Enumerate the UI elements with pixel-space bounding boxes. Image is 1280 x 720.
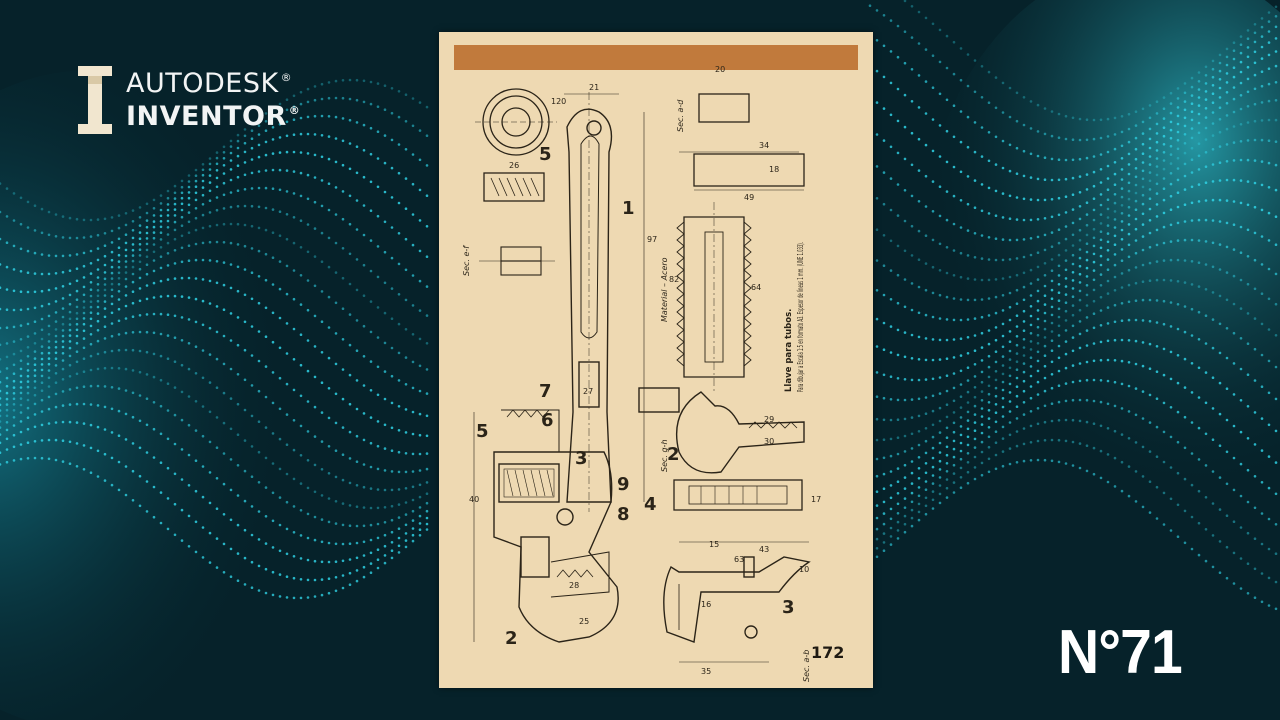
technical-drawing-sheet: 1 5 7 6 5 3 9 8 2 4 3 2 120 21 26 97 82 …: [439, 32, 873, 688]
section-label-g-h: Sec. g-h: [660, 439, 669, 472]
dim-29: 29: [764, 415, 774, 424]
part-label-9: 9: [617, 474, 630, 495]
episode-number: N°71: [1058, 618, 1183, 687]
inventor-i-icon: [78, 66, 112, 134]
part-label-8: 8: [617, 504, 630, 525]
part-label-1: 1: [622, 198, 635, 219]
section-label-a-b: Sec. a-b: [802, 650, 811, 682]
registered-mark: ®: [280, 71, 293, 84]
dim-17: 17: [811, 495, 821, 504]
part-label-5b: 5: [476, 421, 489, 442]
dim-34: 34: [759, 141, 769, 150]
dim-27: 27: [583, 387, 593, 396]
jaw-assembly: [493, 409, 619, 643]
description-title: Llave para tubos.: [784, 309, 794, 392]
dim-35: 35: [701, 667, 711, 676]
part-label-3: 3: [575, 448, 588, 469]
part-label-6: 6: [541, 410, 554, 431]
brand-inventor: INVENTOR: [126, 101, 287, 132]
material-label: Material – Acero: [660, 257, 669, 322]
part-label-2b: 2: [505, 628, 518, 649]
dim-20: 20: [715, 65, 725, 74]
part-label-3b: 3: [782, 597, 795, 618]
dim-64: 64: [751, 283, 761, 292]
dim-40: 40: [469, 495, 479, 504]
nut-part: [673, 479, 803, 511]
dotted-wave-pattern: [0, 0, 1278, 611]
dim-25: 25: [579, 617, 589, 626]
brand-autodesk: AUTODESK: [126, 68, 279, 99]
hook-jaw-part: [638, 387, 805, 474]
dim-63: 63: [734, 555, 744, 564]
page-number: 172: [811, 643, 844, 662]
dim-49: 49: [744, 193, 754, 202]
part-label-5: 5: [539, 144, 552, 165]
pipe-wrench-drawing: 1 5 7 6 5 3 9 8 2 4 3 2 120 21 26 97 82 …: [462, 65, 844, 682]
dim-21: 21: [589, 83, 599, 92]
dim-82: 82: [669, 275, 679, 284]
washer-part: [475, 88, 557, 202]
dim-28: 28: [569, 581, 579, 590]
part-label-7: 7: [539, 381, 552, 402]
autodesk-inventor-logo: AUTODESK® INVENTOR®: [76, 64, 300, 136]
dim-43: 43: [759, 545, 769, 554]
handle-part: [566, 92, 613, 512]
dim-120: 120: [551, 97, 566, 106]
description-text: Para dibujar a Escala 1:5 en formato A3.…: [796, 242, 805, 392]
lower-jaw-part: [663, 556, 811, 643]
rack-part: [676, 93, 805, 392]
dim-15: 15: [709, 540, 719, 549]
section-label-e-f: Sec. e-f: [462, 245, 471, 276]
dim-16: 16: [701, 600, 711, 609]
registered-mark: ®: [288, 104, 301, 117]
dim-30: 30: [764, 437, 774, 446]
dim-26: 26: [509, 161, 519, 170]
dim-18: 18: [769, 165, 779, 174]
part-label-4: 4: [644, 494, 657, 515]
section-label-a-d: Sec. a-d: [676, 99, 685, 132]
dimension-lines: [473, 93, 809, 663]
part-label-2: 2: [667, 444, 680, 465]
section-e-f: [479, 246, 555, 276]
dim-97: 97: [647, 235, 657, 244]
dim-10: 10: [799, 565, 809, 574]
sheet-header-bar: [454, 45, 858, 70]
